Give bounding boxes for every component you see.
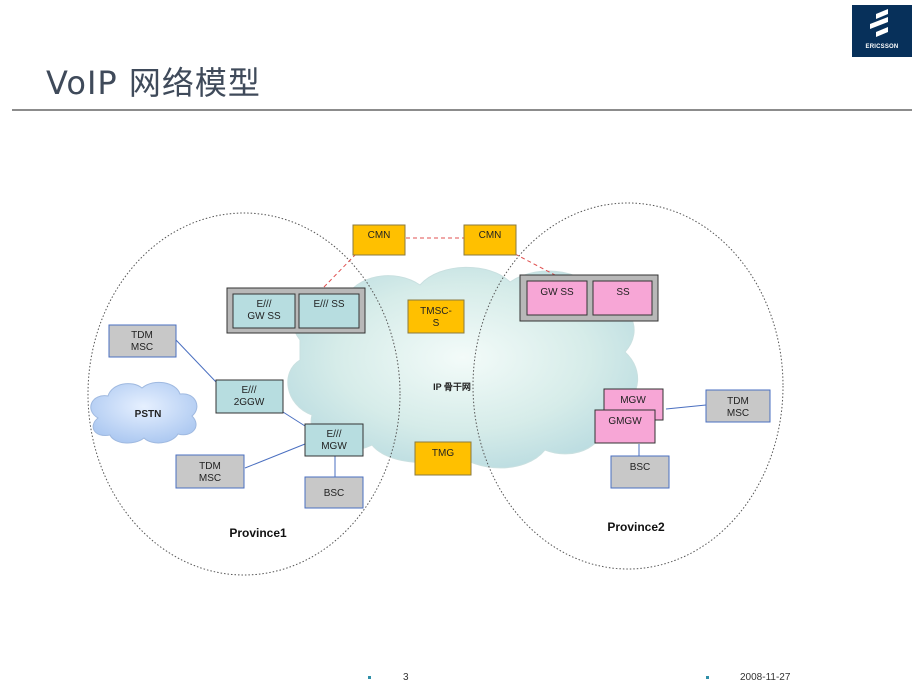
tmsc-label-line2: S <box>433 318 440 329</box>
ss-box <box>592 280 653 316</box>
cmn-right-box <box>463 224 517 256</box>
ericsson-logo: ERICSSON <box>852 5 912 57</box>
tdm-msc-right-box <box>705 389 771 423</box>
tdm-msc-right-line2: MSC <box>727 408 749 419</box>
gmgw-box <box>594 409 656 444</box>
e-gw-ss-label-line2: GW SS <box>247 311 281 322</box>
slide-title: VoIP 网络模型 <box>46 64 261 102</box>
pstn-cloud <box>90 381 198 444</box>
network-links <box>175 339 707 477</box>
e-2ggw-box <box>215 379 284 414</box>
tmg-label: TMG <box>432 448 454 459</box>
ericsson-logo-text: ERICSSON <box>865 44 899 50</box>
province2-boundary <box>472 202 784 570</box>
gw-ss-label: GW SS <box>540 287 574 298</box>
tdm-msc-top-box <box>108 324 177 358</box>
e-gw-ss-label-line1: E/// <box>256 299 271 310</box>
cmn-right-label: CMN <box>479 230 502 241</box>
tdm-msc-top-line1: TDM <box>131 330 153 341</box>
tmsc-s-box <box>407 299 465 334</box>
province1-boundary <box>87 212 401 576</box>
cmn-left-box <box>352 224 406 256</box>
tmg-box <box>414 441 472 476</box>
footer-date: 2008-11-27 <box>740 672 791 683</box>
e-2ggw-line1: E/// <box>241 385 256 396</box>
tdm-msc-top-line2: MSC <box>131 342 153 353</box>
bsc-left-label: BSC <box>324 488 345 499</box>
tdm-msc-right-line1: TDM <box>727 396 749 407</box>
e-2ggw-line2: 2GGW <box>234 397 265 408</box>
ss-label: SS <box>616 287 630 298</box>
e-mgw-line1: E/// <box>326 429 341 440</box>
tdm-msc-bottom-line1: TDM <box>199 461 221 472</box>
mgw-label: MGW <box>620 395 646 406</box>
bsc-left-box <box>304 476 364 509</box>
e-gw-ss-box <box>232 293 296 329</box>
e-ss-box <box>298 293 360 329</box>
tdm-msc-bottom-line2: MSC <box>199 473 221 484</box>
province1-label: Province1 <box>229 526 287 540</box>
e-mgw-line2: MGW <box>321 441 347 452</box>
page-number: 3 <box>403 672 409 683</box>
footer-bullet-left <box>368 676 371 679</box>
cmn-links <box>322 237 556 289</box>
gmgw-label: GMGW <box>608 416 642 427</box>
title-rule <box>12 109 912 111</box>
pstn-label: PSTN <box>135 409 162 420</box>
ip-backbone-label: IP 骨干网 <box>433 382 471 392</box>
bsc-right-box <box>610 455 670 489</box>
gw-ss-box <box>526 280 588 316</box>
tdm-msc-bottom-box <box>175 454 245 489</box>
cmn-left-label: CMN <box>368 230 391 241</box>
province2-label: Province2 <box>607 520 665 534</box>
e-mgw-box <box>304 423 364 457</box>
ericsson-bars-icon <box>870 9 888 37</box>
bsc-right-label: BSC <box>630 462 651 473</box>
e-ss-label: E/// SS <box>313 299 344 310</box>
footer-bullet-right <box>706 676 709 679</box>
tmsc-label-line1: TMSC- <box>420 306 452 317</box>
